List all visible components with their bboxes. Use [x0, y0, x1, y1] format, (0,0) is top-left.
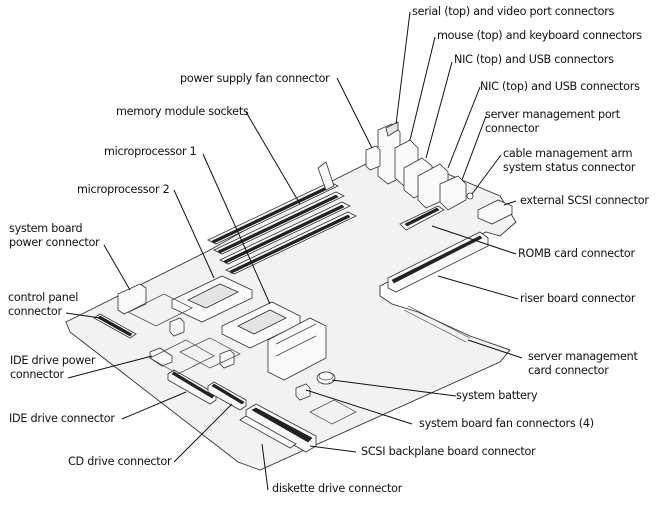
label-server-mgmt-port: server management port connector: [485, 108, 620, 135]
label-ide-drive: IDE drive connector: [9, 412, 115, 425]
control-panel-connector-shape: [93, 313, 137, 339]
label-nic-usb-1: NIC (top) and USB connectors: [454, 53, 614, 66]
label-system-board-power: system board power connector: [9, 222, 100, 249]
diskette-drive-connector-shape: [239, 415, 297, 449]
label-cable-mgmt-arm: cable management arm system status conne…: [503, 147, 636, 174]
label-power-supply-fan: power supply fan connector: [180, 72, 330, 85]
cd-drive-connector-shape: [207, 381, 247, 411]
microprocessor-1-socket: [221, 301, 327, 381]
romb-card-connector-shape: [399, 205, 445, 231]
label-mouse-keyboard: mouse (top) and keyboard connectors: [437, 29, 642, 42]
system-battery-shape: [316, 371, 336, 385]
label-cd-drive: CD drive connector: [68, 455, 172, 468]
scsi-backplane-connector-shape: [245, 403, 317, 453]
external-scsi-connector-shape: [477, 199, 513, 225]
ide-drive-connector-shape: [167, 369, 217, 405]
label-riser-board: riser board connector: [520, 292, 636, 305]
label-diskette-drive: diskette drive connector: [272, 482, 403, 495]
label-scsi-backplane: SCSI backplane board connector: [361, 445, 536, 458]
leader-lines: [65, 11, 523, 491]
label-external-scsi: external SCSI connector: [520, 194, 649, 207]
label-control-panel: control panel connector: [8, 291, 79, 318]
memory-module-sockets-shape: [207, 161, 357, 275]
rear-io-connectors: [365, 121, 474, 211]
microprocessor-2-socket: [171, 275, 253, 323]
label-microprocessor-1: microprocessor 1: [104, 145, 197, 158]
label-memory-sockets: memory module sockets: [116, 105, 249, 118]
label-romb-card: ROMB card connector: [518, 247, 635, 260]
label-nic-usb-2: NIC (top) and USB connectors: [480, 80, 640, 93]
riser-board-connector-shape: [387, 231, 489, 293]
label-serial-video: serial (top) and video port connectors: [412, 5, 615, 18]
label-server-mgmt-card: server management card connector: [528, 350, 638, 377]
server-management-card-connector-shape: [403, 305, 471, 343]
label-ide-drive-power: IDE drive power connector: [10, 354, 96, 381]
board-outline-details: [127, 293, 357, 425]
label-system-battery: system battery: [456, 389, 538, 402]
system-board-fan-connector-shapes: [169, 317, 311, 401]
label-system-board-fan: system board fan connectors (4): [419, 417, 594, 430]
label-microprocessor-2: microprocessor 2: [77, 183, 170, 196]
